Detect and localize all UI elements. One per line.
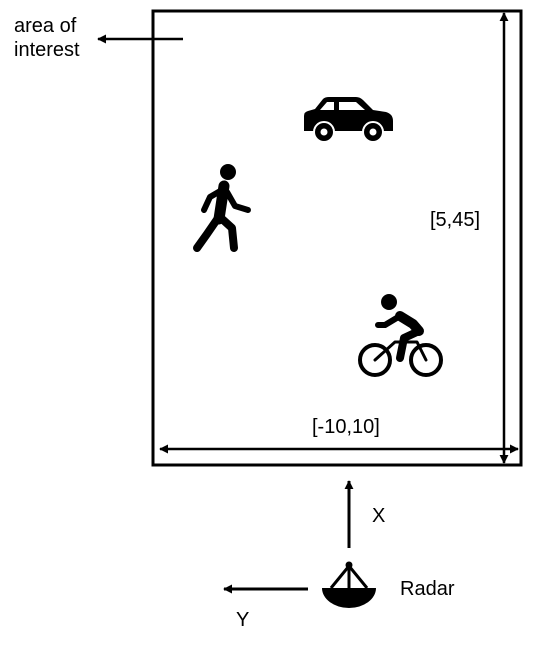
x-axis-label: X [372, 505, 386, 527]
radar-label: Radar [400, 578, 455, 600]
cyclist-icon [358, 294, 443, 377]
area-label-line1: area of [14, 15, 77, 37]
area-of-interest-box [151, 9, 523, 467]
area-of-interest-label: area of interest [14, 14, 80, 62]
y-range-label: [-10,10] [312, 416, 380, 438]
x-range-label: [5,45] [430, 209, 481, 231]
radar-icon [322, 561, 376, 608]
y-axis-label: Y [236, 609, 250, 631]
pedestrian-icon [193, 164, 251, 252]
area-label-line2: interest [14, 39, 80, 61]
car-icon [304, 97, 393, 143]
